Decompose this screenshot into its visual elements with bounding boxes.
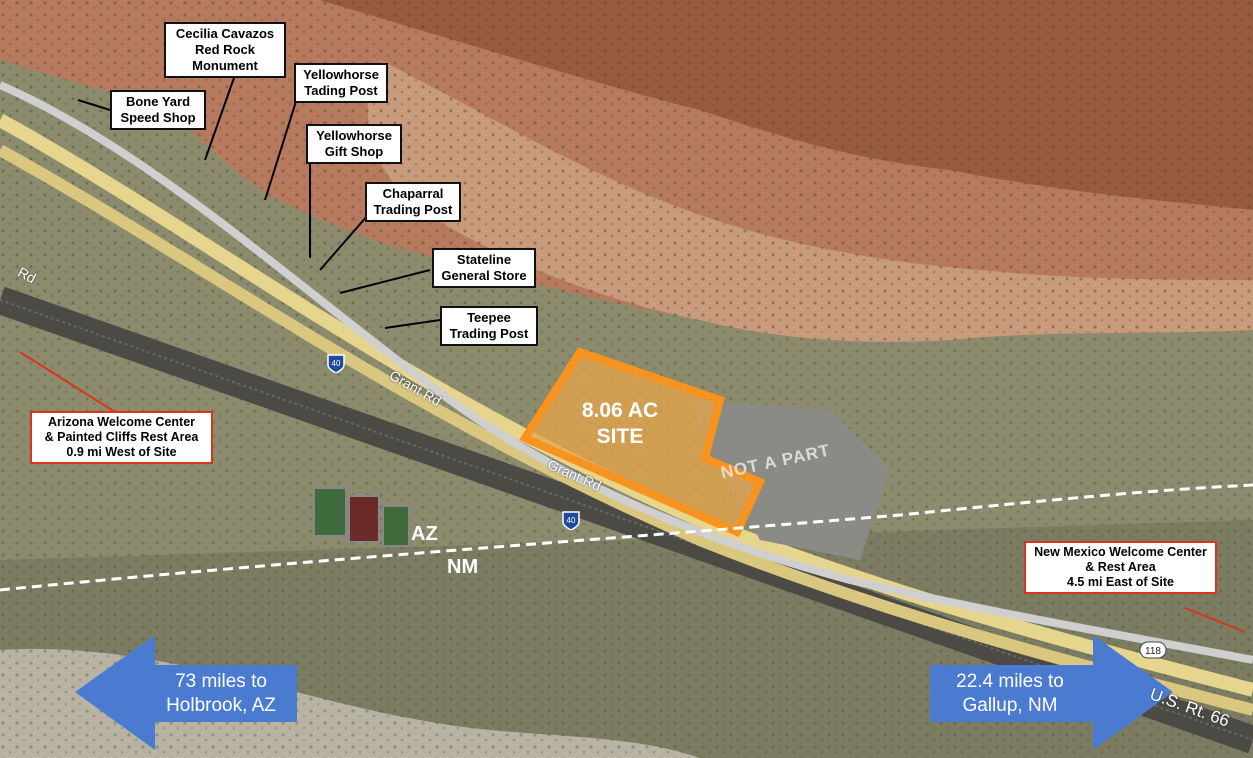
callout-az-welcome: Arizona Welcome Center & Painted Cliffs … <box>30 411 213 464</box>
site-label: 8.06 AC SITE <box>581 399 659 448</box>
state-label-az: AZ <box>411 523 438 545</box>
callout-chaparral: Chaparral Trading Post <box>365 182 461 222</box>
callout-yellowhorse-trading: Yellowhorse Tading Post <box>294 63 388 103</box>
callout-bone-yard: Bone Yard Speed Shop <box>110 90 206 130</box>
shield-text: 40 <box>567 516 576 525</box>
state-label-nm: NM <box>447 556 479 578</box>
east-arrow-label: 22.4 miles to Gallup, NM <box>956 671 1064 716</box>
shield-text: 40 <box>332 359 341 368</box>
callout-stateline: Stateline General Store <box>432 248 536 288</box>
callout-nm-welcome: New Mexico Welcome Center & Rest Area 4.… <box>1024 541 1217 594</box>
callout-cecilia-cavazos: Cecilia Cavazos Red Rock Monument <box>164 22 286 78</box>
shield-text: 118 <box>1145 646 1161 657</box>
interstate-40-shield-icon: 40 <box>327 354 345 373</box>
callout-teepee: Teepee Trading Post <box>440 306 538 346</box>
west-arrow-label: 73 miles to Holbrook, AZ <box>166 671 276 716</box>
callout-yellowhorse-gift: Yellowhorse Gift Shop <box>306 124 402 164</box>
route-118-shield-icon: 118 <box>1139 641 1167 659</box>
interstate-40-shield-icon: 40 <box>562 511 580 530</box>
